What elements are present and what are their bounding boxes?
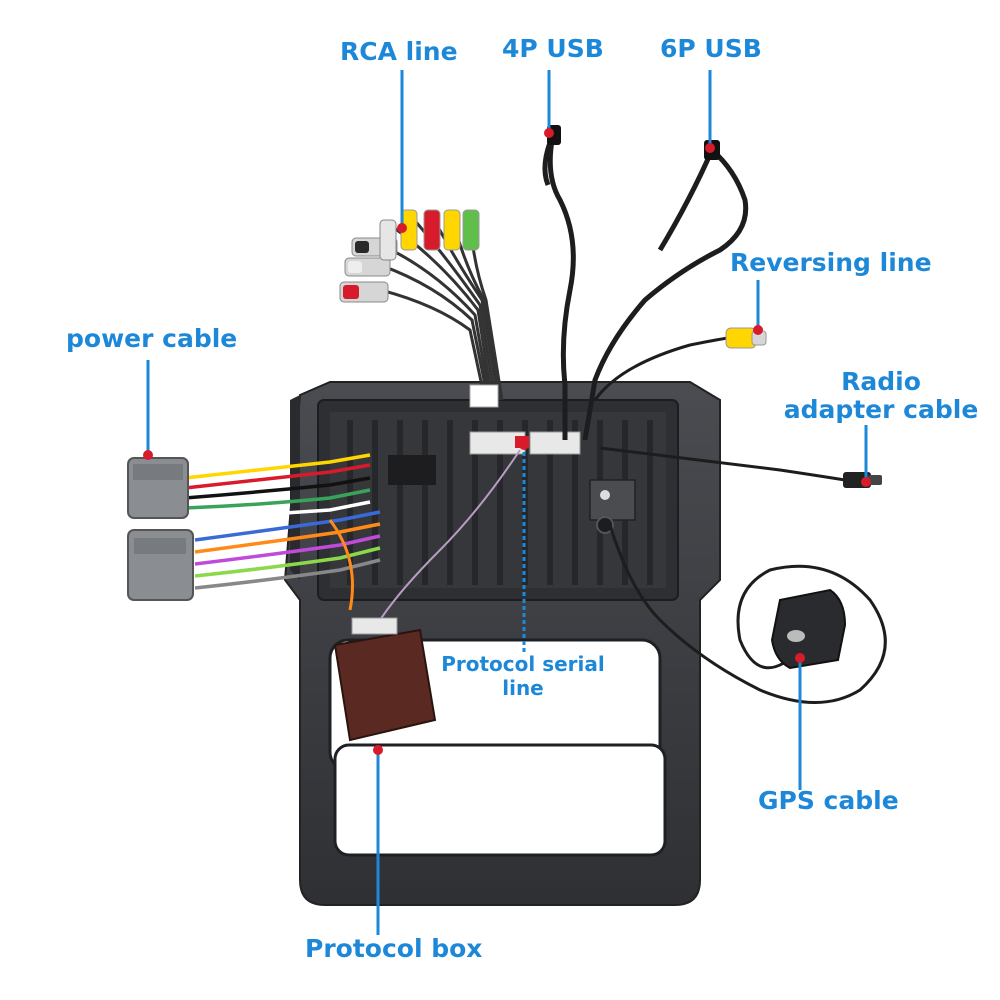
gps-antenna xyxy=(608,524,887,704)
rca-line-label: RCA line xyxy=(340,37,458,66)
protocol-box xyxy=(333,617,437,742)
power-harness xyxy=(127,449,521,621)
head-unit-back xyxy=(317,399,679,601)
reversing-line-label: Reversing line xyxy=(730,248,932,277)
radio-adapter-label-line2: adapter cable xyxy=(783,395,979,424)
usb-6p-label: 6P USB xyxy=(660,34,762,63)
radio-adapter-label: Radio adapter cable xyxy=(776,368,986,424)
power-cable-label: power cable xyxy=(66,324,238,353)
callout-dots xyxy=(143,128,871,755)
usb-4p-label: 4P USB xyxy=(502,34,604,63)
protocol-box-label: Protocol box xyxy=(305,934,483,963)
callout-lines xyxy=(146,70,868,935)
radio-adapter-cable xyxy=(599,446,882,488)
reversing-cable xyxy=(593,327,767,401)
gps-cable-label: GPS cable xyxy=(758,786,899,815)
radio-adapter-label-line1: Radio xyxy=(841,367,921,396)
protocol-serial-label-line2: line xyxy=(502,676,544,700)
protocol-serial-label: Protocol serial line xyxy=(412,652,634,700)
usb-cables xyxy=(542,134,749,441)
protocol-serial-label-line1: Protocol serial xyxy=(441,652,605,676)
rca-cable-bundle xyxy=(339,209,504,408)
